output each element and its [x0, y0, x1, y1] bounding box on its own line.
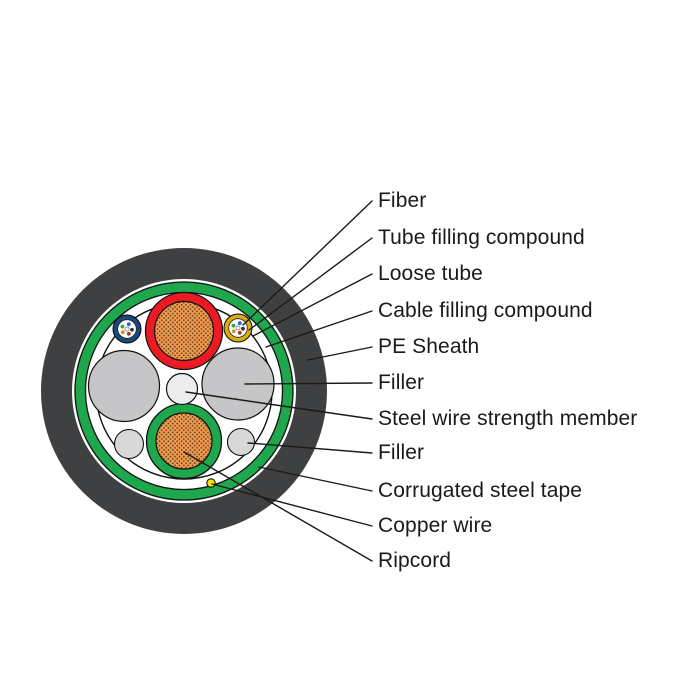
leader-line-pe-sheath: [307, 346, 373, 361]
label-steel-wire-strength-member: Steel wire strength member: [378, 406, 638, 430]
tube-filling-compound-red: [153, 300, 215, 362]
leader-line-filler-small: [247, 442, 373, 454]
leader-line-steel-wire: [185, 391, 373, 420]
tube-filling-compound-green: [155, 412, 213, 470]
label-loose-tube: Loose tube: [378, 261, 483, 285]
label-cable-filling-compound: Cable filling compound: [378, 298, 593, 322]
leader-lines: [183, 200, 373, 562]
steel-wire-strength-member-circle: [165, 372, 199, 406]
leader-line-filler-large: [244, 382, 373, 385]
leader-line-ripcord: [183, 451, 373, 562]
label-copper-wire: Copper wire: [378, 513, 493, 537]
filler-small-right: [226, 427, 256, 457]
label-pe-sheath: PE Sheath: [378, 334, 480, 358]
label-filler-large: Filler: [378, 370, 425, 394]
label-tube-filling-compound: Tube filling compound: [378, 225, 585, 249]
label-fiber: Fiber: [378, 188, 427, 212]
filler-large-left: [87, 349, 161, 423]
leader-line-corrugated-steel-tape: [258, 466, 373, 492]
filler-small-left: [113, 428, 145, 460]
leader-line-cable-filling-compound: [265, 310, 373, 348]
label-corrugated-steel-tape: Corrugated steel tape: [378, 478, 583, 502]
leader-line-tube-filling-compound: [248, 237, 373, 331]
leader-line-fiber: [242, 200, 373, 326]
label-filler-small: Filler: [378, 440, 425, 464]
leader-line-copper-wire: [211, 483, 373, 527]
label-ripcord: Ripcord: [378, 548, 452, 572]
copper-wire-dot: [206, 478, 216, 488]
leader-line-loose-tube: [252, 273, 373, 337]
